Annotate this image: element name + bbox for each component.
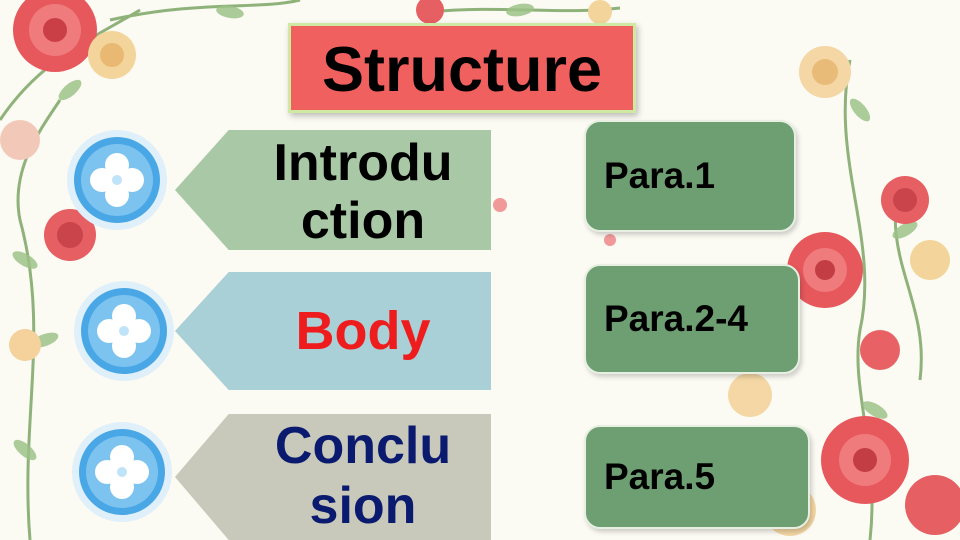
para-label-conclusion: Para.5 (604, 456, 716, 497)
arrow-conclusion: Conclu sion (175, 414, 491, 540)
conclusion-line-1: Conclu (274, 417, 452, 475)
slide-title: Structure (321, 35, 603, 105)
body-label: Body (295, 301, 431, 361)
para-box-introduction: Para.1 (584, 120, 796, 232)
clover-icon (72, 422, 172, 522)
para-box-conclusion: Para.5 (584, 425, 810, 529)
para-label-introduction: Para.1 (604, 155, 716, 196)
introduction-line-2: ction (300, 192, 426, 250)
conclusion-line-2: sion (309, 477, 417, 535)
introduction-line-1: Introdu (273, 134, 453, 192)
conclusion-label: Conclu sion (235, 416, 491, 536)
para-box-body: Para.2-4 (584, 264, 800, 374)
clover-icon (74, 281, 174, 381)
clover-icon (67, 130, 167, 230)
arrow-body: Body (175, 272, 491, 390)
title-box: Structure (288, 23, 636, 113)
introduction-label: Introdu ction (235, 134, 491, 250)
para-label-body: Para.2-4 (604, 298, 748, 339)
arrow-introduction: Introdu ction (175, 130, 491, 250)
